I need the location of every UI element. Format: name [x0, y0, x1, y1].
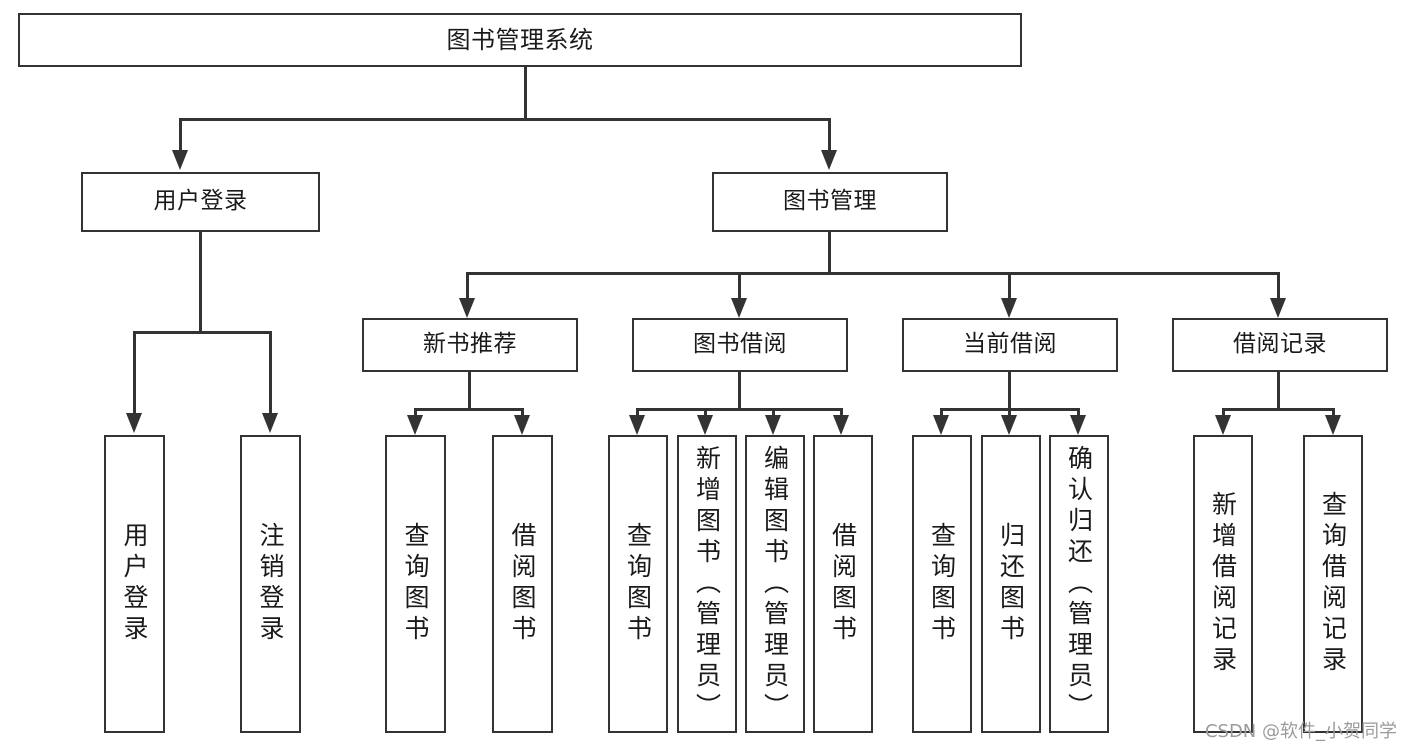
connector-bb-to-leaf-2 — [704, 408, 707, 417]
node-label: 图书借阅 — [693, 331, 787, 358]
arrowhead-new-books-to-leaf-1 — [407, 415, 423, 435]
node-book-borrowing[interactable]: 图书借阅 — [632, 318, 848, 372]
csdn-watermark: CSDN @软件_小贺同学 — [1204, 721, 1397, 742]
connector-user-login-stem — [199, 232, 202, 333]
connector-borrow-records-stem — [1277, 372, 1280, 410]
leaf-node-logout[interactable]: 注销登录 — [240, 435, 301, 733]
connector-bb-to-leaf-1 — [636, 408, 639, 417]
arrowhead-cb-to-leaf-2 — [1001, 415, 1017, 435]
connector-br-to-leaf-1 — [1222, 408, 1225, 417]
connector-root-to-book-management — [828, 118, 831, 152]
connector-new-books-to-leaf-2 — [521, 408, 524, 417]
connector-book-management-stem — [828, 232, 831, 274]
node-label: 新增借阅记录 — [1208, 491, 1238, 677]
connector-cb-to-leaf-3 — [1077, 408, 1080, 417]
connector-bm-to-current-borrow — [1008, 272, 1011, 300]
node-label: 查询借阅记录 — [1318, 491, 1348, 677]
connector-bm-to-borrow-books — [738, 272, 741, 300]
connector-user-login-bar — [133, 331, 272, 334]
node-user-login[interactable]: 用户登录 — [81, 172, 320, 232]
node-label: 确认归还（管理员） — [1064, 444, 1094, 724]
node-root-book-management-system[interactable]: 图书管理系统 — [18, 13, 1022, 67]
connector-new-books-to-leaf-1 — [414, 408, 417, 417]
node-label: 查询图书 — [927, 522, 957, 646]
node-label: 新书推荐 — [423, 331, 517, 358]
leaf-node-edit-book-admin[interactable]: 编辑图书（管理员） — [745, 435, 805, 733]
leaf-node-borrow-books-new[interactable]: 借阅图书 — [492, 435, 553, 733]
connector-root-bar — [179, 118, 831, 121]
node-label: 注销登录 — [256, 522, 285, 646]
node-label: 当前借阅 — [963, 331, 1057, 358]
arrowhead-user-login-to-leaf-1 — [126, 413, 142, 433]
connector-borrow-books-bar — [636, 408, 843, 411]
node-label: 归还图书 — [996, 522, 1026, 646]
connector-book-management-bar — [466, 272, 1280, 275]
leaf-node-user-login[interactable]: 用户登录 — [104, 435, 165, 733]
connector-root-stem — [524, 67, 527, 118]
arrowhead-new-books-to-leaf-2 — [514, 415, 530, 435]
arrowhead-bb-to-leaf-4 — [833, 415, 849, 435]
node-label: 新增图书（管理员） — [692, 444, 722, 724]
node-label: 借阅记录 — [1233, 331, 1327, 358]
connector-cb-to-leaf-2 — [1008, 408, 1011, 417]
node-book-management[interactable]: 图书管理 — [712, 172, 948, 232]
node-label: 编辑图书（管理员） — [760, 444, 790, 724]
arrowhead-root-to-book-management — [821, 150, 837, 170]
leaf-node-confirm-return-admin[interactable]: 确认归还（管理员） — [1049, 435, 1109, 733]
connector-borrow-books-stem — [738, 372, 741, 410]
arrowhead-bm-to-current-borrow — [1001, 298, 1017, 318]
leaf-node-query-books-borrow[interactable]: 查询图书 — [608, 435, 668, 733]
node-label: 查询图书 — [623, 522, 653, 646]
connector-cb-to-leaf-1 — [940, 408, 943, 417]
connector-user-login-to-leaf-1 — [133, 331, 136, 415]
leaf-node-query-books-current[interactable]: 查询图书 — [912, 435, 972, 733]
node-label: 借阅图书 — [828, 522, 858, 646]
node-label: 图书管理系统 — [446, 25, 594, 54]
connector-bb-to-leaf-3 — [772, 408, 775, 417]
connector-new-books-stem — [468, 372, 471, 410]
arrowhead-root-to-user-login — [172, 150, 188, 170]
arrowhead-bm-to-borrow-books — [731, 298, 747, 318]
connector-borrow-records-bar — [1222, 408, 1335, 411]
arrowhead-bb-to-leaf-1 — [629, 415, 645, 435]
arrowhead-br-to-leaf-2 — [1325, 415, 1341, 435]
node-label: 用户登录 — [153, 188, 248, 215]
node-current-borrowing[interactable]: 当前借阅 — [902, 318, 1118, 372]
node-label: 借阅图书 — [508, 522, 537, 646]
node-new-book-recommendation[interactable]: 新书推荐 — [362, 318, 578, 372]
arrowhead-bb-to-leaf-3 — [765, 415, 781, 435]
leaf-node-query-books-new[interactable]: 查询图书 — [385, 435, 446, 733]
connector-bb-to-leaf-4 — [840, 408, 843, 417]
connector-user-login-to-leaf-2 — [269, 331, 272, 415]
connector-br-to-leaf-2 — [1332, 408, 1335, 417]
arrowhead-cb-to-leaf-3 — [1070, 415, 1086, 435]
leaf-node-add-borrow-record[interactable]: 新增借阅记录 — [1193, 435, 1253, 733]
leaf-node-borrow-books-borrow[interactable]: 借阅图书 — [813, 435, 873, 733]
connector-bm-to-new-books — [466, 272, 469, 300]
leaf-node-add-book-admin[interactable]: 新增图书（管理员） — [677, 435, 737, 733]
node-label: 查询图书 — [401, 522, 430, 646]
node-label: 用户登录 — [120, 522, 149, 646]
node-borrowing-records[interactable]: 借阅记录 — [1172, 318, 1388, 372]
connector-new-books-bar — [414, 408, 524, 411]
arrowhead-bb-to-leaf-2 — [697, 415, 713, 435]
connector-bm-to-borrow-records — [1277, 272, 1280, 300]
arrowhead-user-login-to-leaf-2 — [262, 413, 278, 433]
arrowhead-br-to-leaf-1 — [1215, 415, 1231, 435]
leaf-node-return-books[interactable]: 归还图书 — [981, 435, 1041, 733]
arrowhead-bm-to-new-books — [459, 298, 475, 318]
connector-current-borrow-stem — [1008, 372, 1011, 410]
connector-root-to-user-login — [179, 118, 182, 152]
arrowhead-cb-to-leaf-1 — [933, 415, 949, 435]
node-label: 图书管理 — [783, 188, 877, 215]
arrowhead-bm-to-borrow-records — [1270, 298, 1286, 318]
leaf-node-query-borrow-record[interactable]: 查询借阅记录 — [1303, 435, 1363, 733]
